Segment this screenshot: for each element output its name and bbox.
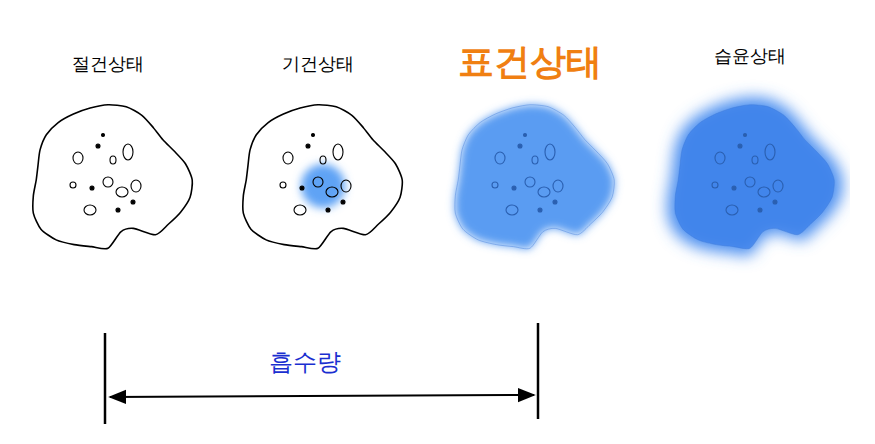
pore bbox=[773, 200, 777, 204]
pore bbox=[103, 177, 113, 187]
pore bbox=[131, 200, 135, 204]
pore bbox=[326, 187, 338, 197]
pore bbox=[131, 180, 141, 192]
water-fill bbox=[455, 105, 614, 249]
particle-outline bbox=[33, 105, 192, 249]
pore bbox=[495, 152, 505, 164]
pore bbox=[326, 208, 330, 212]
pore bbox=[333, 144, 343, 160]
surface-water bbox=[667, 97, 842, 255]
pore bbox=[538, 208, 542, 212]
aggregate-particle bbox=[218, 40, 418, 290]
pore bbox=[745, 177, 755, 187]
pore bbox=[712, 182, 718, 188]
pore bbox=[512, 186, 516, 190]
aggregate-particle bbox=[650, 40, 850, 290]
pore bbox=[752, 156, 758, 164]
pore bbox=[123, 144, 133, 160]
pore bbox=[306, 144, 310, 148]
aggregate-state: 표건상태 bbox=[430, 40, 630, 290]
pore bbox=[90, 186, 94, 190]
pore bbox=[758, 208, 762, 212]
pore bbox=[506, 205, 518, 215]
pore bbox=[553, 180, 563, 192]
aggregate-state: 습윤상태 bbox=[650, 40, 850, 290]
absorbed-water bbox=[301, 164, 345, 208]
state-heading: 표건상태 bbox=[430, 38, 630, 87]
pore bbox=[116, 187, 128, 197]
pore bbox=[313, 177, 323, 187]
pore bbox=[492, 182, 498, 188]
pore bbox=[96, 144, 100, 148]
aggregate-state: 절건상태 bbox=[8, 40, 208, 290]
pore bbox=[70, 182, 76, 188]
pore bbox=[758, 187, 770, 197]
pore bbox=[73, 152, 83, 164]
pore bbox=[116, 208, 120, 212]
aggregate-particle bbox=[8, 40, 208, 290]
pore bbox=[773, 180, 783, 192]
pore bbox=[538, 187, 550, 197]
pore bbox=[726, 205, 738, 215]
state-heading: 기건상태 bbox=[218, 52, 418, 76]
pore bbox=[341, 200, 345, 204]
dimension-label: 흡수량 bbox=[269, 346, 341, 378]
state-heading: 절건상태 bbox=[8, 52, 208, 76]
dimension-arrow bbox=[110, 395, 534, 397]
pore bbox=[765, 144, 775, 160]
particle-outline bbox=[675, 105, 834, 249]
pore bbox=[524, 134, 527, 137]
extension-line bbox=[537, 323, 540, 419]
water-fill bbox=[675, 105, 834, 249]
pore bbox=[553, 200, 557, 204]
pore bbox=[280, 182, 286, 188]
particle-outline bbox=[455, 105, 614, 249]
pore bbox=[715, 152, 725, 164]
pore bbox=[110, 156, 116, 164]
pore bbox=[84, 205, 96, 215]
pore bbox=[525, 177, 535, 187]
particle-outline bbox=[243, 105, 402, 249]
state-heading: 습윤상태 bbox=[650, 44, 850, 68]
pore bbox=[312, 134, 315, 137]
pore bbox=[744, 134, 747, 137]
pore bbox=[738, 144, 742, 148]
pore bbox=[102, 134, 105, 137]
pore bbox=[320, 156, 326, 164]
aggregate-state: 기건상태 bbox=[218, 40, 418, 290]
extension-line bbox=[104, 333, 107, 424]
pore bbox=[283, 152, 293, 164]
pore bbox=[545, 144, 555, 160]
pore bbox=[294, 205, 306, 215]
pore bbox=[518, 144, 522, 148]
pore bbox=[732, 186, 736, 190]
pore bbox=[532, 156, 538, 164]
pore bbox=[300, 186, 304, 190]
pore bbox=[341, 180, 351, 192]
